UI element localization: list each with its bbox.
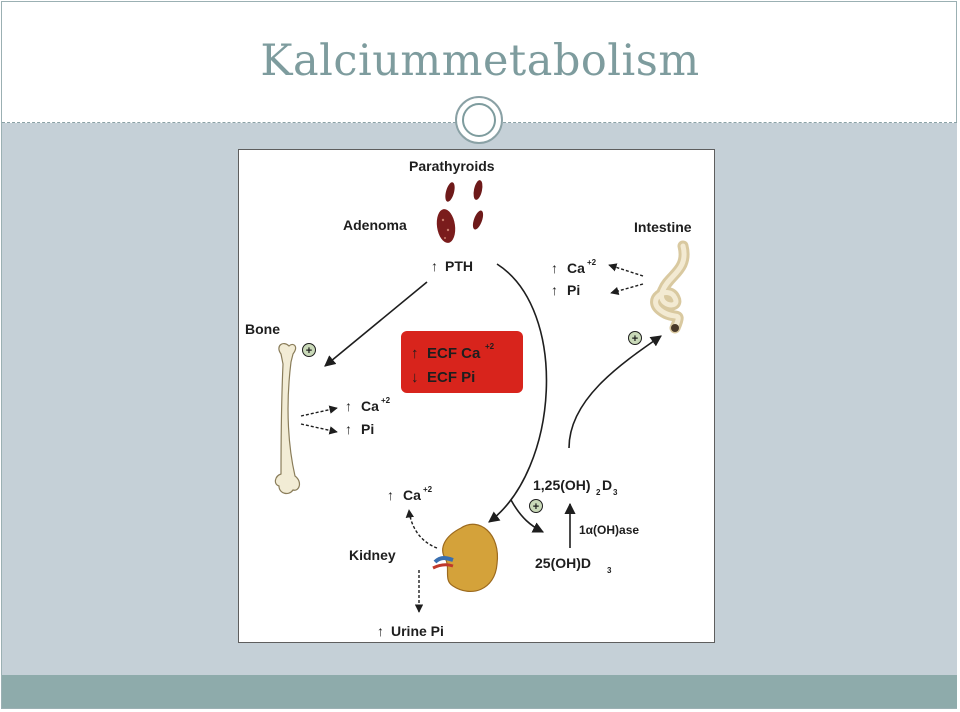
pth-up-arrow-icon: ↑	[431, 258, 438, 274]
parathyroid-glands-icon	[436, 180, 484, 243]
slide-title: Kalciummetabolism	[260, 36, 700, 86]
bone-pi-arrow	[300, 423, 338, 435]
vitd-25-subscript: 3	[607, 566, 612, 575]
bone-pi-label: Pi	[361, 421, 374, 437]
intestine-pi-up-arrow-icon: ↑	[551, 282, 558, 298]
diagram-svg: Parathyroids Adenoma ↑ PTH Intestine	[245, 158, 692, 639]
bone-ca-label: Ca	[361, 398, 379, 414]
ecf-ca-up-arrow-icon: ↑	[411, 345, 419, 362]
svg-text:+: +	[632, 333, 638, 345]
intestine-ca-up-arrow-icon: ↑	[551, 260, 558, 276]
bone-stimulation-plus-icon: +	[302, 343, 316, 357]
vitd-active-subscript: 2	[596, 488, 601, 497]
kidney-ca-superscript: +2	[423, 485, 433, 494]
vitd-active-subscript-2: 3	[613, 488, 618, 497]
ecf-status-box: ↑ ECF Ca +2 ↓ ECF Pi	[401, 331, 523, 393]
vitd-active-d: D	[602, 477, 612, 493]
footer-band	[2, 675, 957, 708]
femur-bone-icon	[274, 342, 301, 495]
intestine-pi-label: Pi	[567, 282, 580, 298]
kidney-icon	[432, 523, 499, 593]
pth-label: PTH	[445, 258, 473, 274]
adenoma-label: Adenoma	[343, 217, 407, 233]
pth-to-hydroxylase-arrow	[510, 499, 545, 533]
kidney-ca-label: Ca	[403, 487, 421, 503]
bone-ca-arrow	[300, 405, 338, 417]
svg-text:+: +	[306, 345, 312, 357]
bone-ca-up-arrow-icon: ↑	[345, 398, 352, 414]
urine-pi-label: Urine Pi	[391, 623, 444, 639]
intestine-icon	[650, 240, 690, 334]
ecf-pi-down-arrow-icon: ↓	[411, 369, 419, 386]
bone-pi-up-arrow-icon: ↑	[345, 421, 352, 437]
intestine-stimulation-plus-icon: +	[628, 331, 642, 345]
svg-text:+: +	[533, 501, 539, 513]
divider-ring-inner	[462, 103, 496, 137]
urine-pi-up-arrow-icon: ↑	[377, 623, 384, 639]
ecf-pi-label: ECF Pi	[427, 369, 475, 386]
vitd-to-intestine-arrow	[568, 335, 662, 449]
bone-ca-superscript: +2	[381, 396, 391, 405]
ecf-ca-superscript: +2	[485, 342, 495, 351]
hydroxylase-label: 1α(OH)ase	[579, 523, 639, 537]
pth-to-kidney-arrow	[488, 263, 548, 523]
ecf-ca-label: ECF Ca	[427, 345, 481, 362]
vitd-active-prefix: 1,25(OH)	[533, 477, 591, 493]
intestine-pi-arrow	[610, 283, 644, 295]
intestine-label: Intestine	[634, 219, 692, 235]
calcium-metabolism-figure: Parathyroids Adenoma ↑ PTH Intestine	[238, 149, 715, 643]
kidney-stimulation-plus-icon: +	[529, 499, 543, 513]
pth-to-bone-arrow	[324, 281, 428, 367]
parathyroids-label: Parathyroids	[409, 158, 495, 174]
bone-label: Bone	[245, 321, 280, 337]
intestine-ca-label: Ca	[567, 260, 585, 276]
intestine-ca-arrow	[608, 263, 644, 277]
kidney-ca-up-arrow-icon: ↑	[387, 487, 394, 503]
intestine-ca-superscript: +2	[587, 258, 597, 267]
divider-ring-ornament	[455, 96, 503, 144]
kidney-label: Kidney	[349, 547, 396, 563]
vitd-25-label: 25(OH)D	[535, 555, 591, 571]
kidney-ca-reabsorption-arrow	[405, 509, 438, 549]
